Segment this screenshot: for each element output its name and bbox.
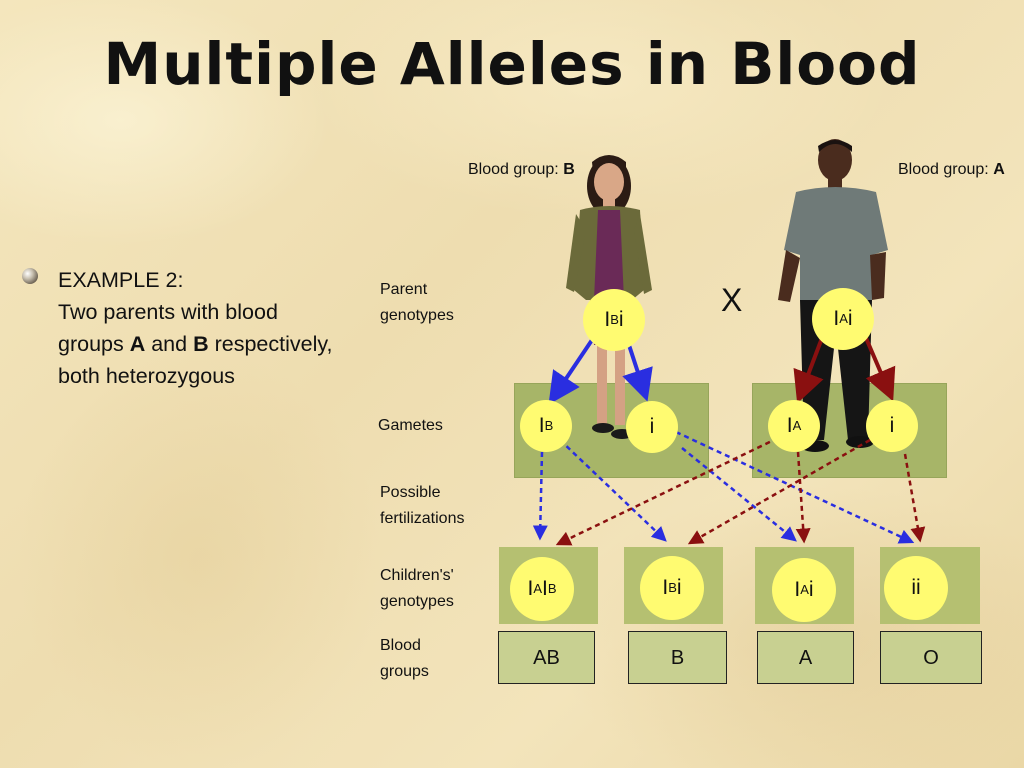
arrow-fert-ib-to-child2 [559, 439, 667, 542]
mother-blood-group-label: Blood group: B [468, 161, 575, 178]
label-gametes: Gametes [378, 417, 443, 434]
gamete-circle-2: i [626, 401, 678, 453]
arrow-fert-ia-to-child1 [555, 436, 779, 546]
blood-group-box-2: B [628, 631, 727, 684]
blood-group-box-1: AB [498, 631, 595, 684]
example-text: EXAMPLE 2: Two parents with blood groups… [58, 264, 378, 392]
arrow-fert-i-to-child3 [681, 447, 797, 542]
child-genotype-circle-4: ii [884, 556, 948, 620]
arrow-father-to-gamete-ia [793, 337, 824, 404]
bullet-icon [22, 268, 38, 284]
example-line-2: groups A and B respectively, [58, 332, 333, 356]
group-b: B [193, 332, 209, 356]
example-line-1: Two parents with blood [58, 300, 278, 324]
label-blood-groups: Blood groups [380, 637, 429, 680]
page-title: Multiple Alleles in Blood [103, 30, 921, 98]
label-possible-fertilizations: Possible fertilizations [380, 484, 465, 527]
gamete-circle-4: i [866, 400, 918, 452]
arrow-fert-i-to-child2 [687, 438, 871, 545]
example-line-3: both heterozygous [58, 364, 235, 388]
arrow-fert-i-to-child4 [903, 453, 926, 543]
father-blood-group-label: Blood group: A [898, 161, 1005, 178]
group-a: A [129, 332, 146, 356]
label-children-genotypes: Children's' genotypes [380, 567, 454, 610]
blood-group-box-4: O [880, 631, 982, 684]
label-parent-genotypes: Parent genotypes [380, 281, 454, 324]
arrow-mother-to-gamete-i [622, 341, 653, 402]
arrow-fert-i-to-child4 [675, 430, 915, 544]
arrow-fert-ia-to-child3 [795, 451, 811, 544]
arrow-father-to-gamete-i [864, 337, 896, 402]
blood-group-box-3: A [757, 631, 854, 684]
example-heading: EXAMPLE 2 [58, 268, 178, 292]
arrow-mother-to-gamete-ib [548, 338, 594, 405]
arrow-fert-ib-to-child1 [532, 451, 548, 541]
cross-symbol: X [721, 282, 743, 318]
